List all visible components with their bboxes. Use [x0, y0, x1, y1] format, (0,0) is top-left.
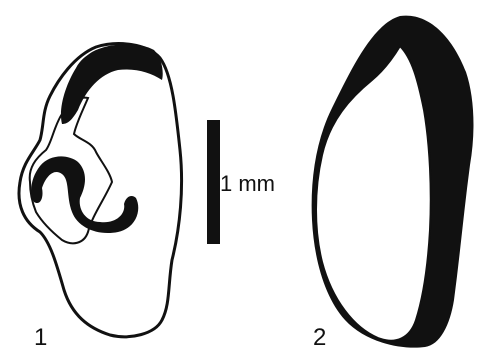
scale-bar	[207, 120, 220, 244]
specimen-1-number: 1	[34, 324, 47, 351]
specimen-2-number: 2	[313, 324, 326, 351]
scale-bar-label: 1 mm	[220, 171, 275, 196]
